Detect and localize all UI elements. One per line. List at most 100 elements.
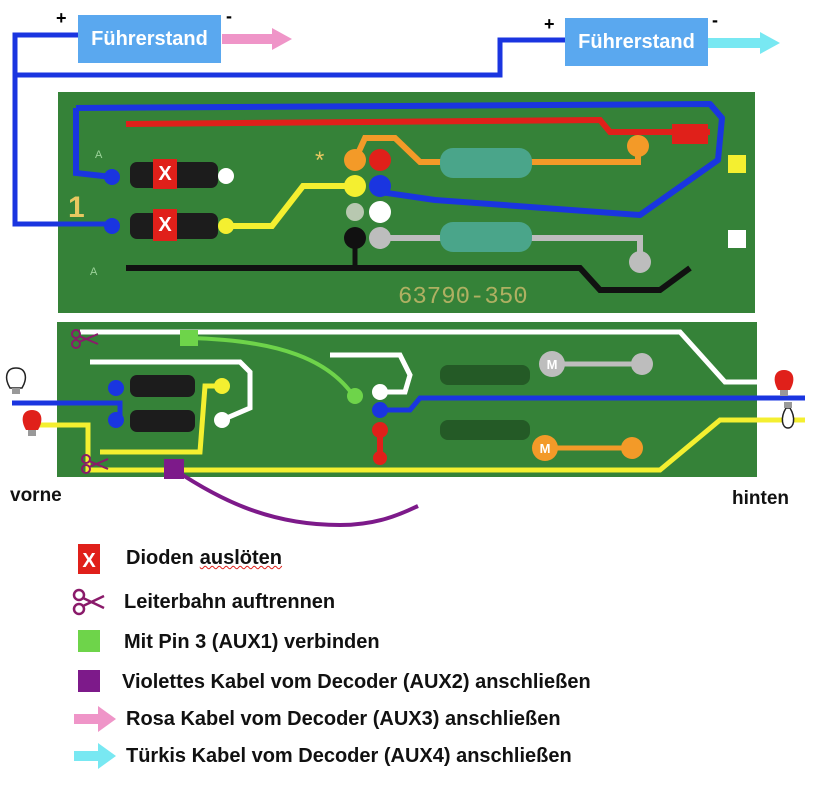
pad-orange-right bbox=[627, 135, 649, 157]
legend-green-square bbox=[78, 630, 100, 652]
pad-white-1 bbox=[218, 168, 234, 184]
white-wire-bottom-inner bbox=[330, 352, 413, 395]
pad-red-top bbox=[369, 149, 391, 171]
pad-yellow-1 bbox=[218, 218, 234, 234]
pad-blue-bottom-center bbox=[372, 402, 388, 418]
motor-icon-grey bbox=[539, 351, 565, 377]
yellow-wire-bottom-inner bbox=[100, 383, 222, 455]
pad-plain-top bbox=[346, 203, 364, 221]
inductor-1 bbox=[440, 148, 532, 178]
pad-grey-top bbox=[369, 227, 391, 249]
legend-violet-text: Violettes Kabel vom Decoder (AUX2) ansch… bbox=[122, 671, 591, 693]
top-board-shading bbox=[58, 92, 755, 313]
legend-diode-icon bbox=[78, 544, 100, 574]
diode-x-icon-2: X bbox=[153, 209, 177, 241]
pad-black-top bbox=[344, 227, 366, 249]
blue-wire-top-left bbox=[73, 108, 113, 180]
orange-wire-top bbox=[352, 135, 641, 165]
violet-pad bbox=[164, 459, 184, 479]
legend-cyan-text: Türkis Kabel vom Decoder (AUX4) anschlie… bbox=[126, 745, 572, 767]
legend-diodes: Dioden auslöten bbox=[126, 547, 282, 570]
label-front: vorne bbox=[10, 485, 62, 506]
board-marker-1: 1 bbox=[68, 191, 85, 224]
blue-wire-bottom-right bbox=[380, 395, 805, 413]
legend-pink-arrow-icon bbox=[74, 706, 116, 732]
board-part-number: 63790-350 bbox=[398, 284, 528, 311]
legend-diodes-rest: auslöten bbox=[199, 547, 283, 569]
bottom-component-4 bbox=[440, 420, 530, 440]
white-wire-bottom-left bbox=[90, 359, 253, 423]
cyan-arrow-icon bbox=[708, 32, 780, 54]
yellow-square-marker bbox=[728, 155, 746, 173]
pad-orange-motor bbox=[621, 437, 643, 459]
green-pad bbox=[180, 330, 198, 346]
white-wire-bottom bbox=[80, 329, 757, 385]
diode-x-icon-1: X bbox=[153, 159, 177, 189]
scissors-icon-top bbox=[71, 329, 99, 349]
yellow-wire-top bbox=[230, 183, 355, 229]
black-wire-top bbox=[126, 265, 692, 293]
cab-plus-left: + bbox=[56, 8, 67, 28]
motor-label-grey: M bbox=[547, 357, 558, 372]
legend-pink: Rosa Kabel vom Decoder (AUX3) anschließe… bbox=[126, 708, 561, 731]
scissors-icon-bottom bbox=[81, 454, 109, 474]
pad-blue-top bbox=[369, 175, 391, 197]
pad-green-bottom bbox=[347, 388, 363, 404]
legend-cut: Leiterbahn auftrennen bbox=[124, 591, 335, 614]
bottom-component-2 bbox=[130, 410, 195, 432]
legend-diode-icon-mark: X bbox=[82, 550, 96, 572]
legend-green-text: Mit Pin 3 (AUX1) verbinden bbox=[124, 631, 380, 653]
legend-violet-square bbox=[78, 670, 100, 692]
label-rear: hinten bbox=[732, 488, 789, 509]
legend-cyan: Türkis Kabel vom Decoder (AUX4) anschlie… bbox=[126, 745, 572, 768]
board-marker-a-upper: A bbox=[95, 149, 103, 161]
legend-cyan-arrow-icon bbox=[74, 743, 116, 769]
cab-label-right: Führerstand bbox=[578, 30, 695, 53]
bulb-icon-white-left bbox=[5, 367, 27, 394]
blue-wire-top-loop bbox=[75, 101, 725, 218]
cab-plus-right: + bbox=[544, 14, 555, 34]
pad-white-top bbox=[369, 201, 391, 223]
pad-yellow-top bbox=[344, 175, 366, 197]
pad-blue-bottom-1 bbox=[108, 380, 124, 396]
cab-minus-right: - bbox=[712, 10, 718, 30]
board-marker-a-lower: A bbox=[90, 266, 98, 278]
legend-green: Mit Pin 3 (AUX1) verbinden bbox=[124, 631, 380, 654]
bulb-icon-white-right bbox=[781, 402, 795, 429]
pad-red-bottom-2 bbox=[373, 451, 387, 465]
pad-blue-1 bbox=[104, 169, 120, 185]
legend-cut-text: Leiterbahn auftrennen bbox=[124, 591, 336, 613]
pad-white-bottom-center bbox=[372, 384, 388, 400]
pad-orange-top bbox=[344, 149, 366, 171]
inductor-2 bbox=[440, 222, 532, 252]
board-asterisk: * bbox=[315, 147, 324, 174]
green-wire-bottom bbox=[187, 336, 357, 400]
pad-grey-motor bbox=[631, 353, 653, 375]
pad-white-bottom bbox=[214, 412, 230, 428]
legend-violet: Violettes Kabel vom Decoder (AUX2) ansch… bbox=[122, 671, 591, 694]
pad-grey-right bbox=[629, 251, 651, 273]
legend-pink-text: Rosa Kabel vom Decoder (AUX3) anschließe… bbox=[126, 708, 561, 730]
violet-wire bbox=[173, 468, 419, 528]
pad-blue-bottom-2 bbox=[108, 412, 124, 428]
motor-label-orange: M bbox=[540, 441, 551, 456]
pad-yellow-bottom bbox=[214, 378, 230, 394]
red-pad bbox=[672, 124, 708, 144]
bottom-component-3 bbox=[440, 365, 530, 385]
bulb-icon-red-left bbox=[22, 410, 42, 436]
blue-wire-left-cab bbox=[12, 32, 118, 227]
pink-arrow-icon bbox=[222, 28, 292, 50]
yellow-wire-bottom bbox=[30, 417, 805, 473]
cab-label-left: Führerstand bbox=[91, 27, 208, 50]
cab-box-right: Führerstand bbox=[565, 18, 708, 66]
blue-wire-right-cab bbox=[15, 37, 565, 78]
motor-icon-orange bbox=[532, 435, 558, 461]
top-circuit-board bbox=[58, 92, 755, 313]
pad-red-bottom bbox=[372, 422, 388, 438]
legend-scissors-icon bbox=[72, 588, 105, 616]
white-square-marker bbox=[728, 230, 746, 248]
bottom-component-1 bbox=[130, 375, 195, 397]
bulb-icon-red-right bbox=[774, 370, 794, 396]
